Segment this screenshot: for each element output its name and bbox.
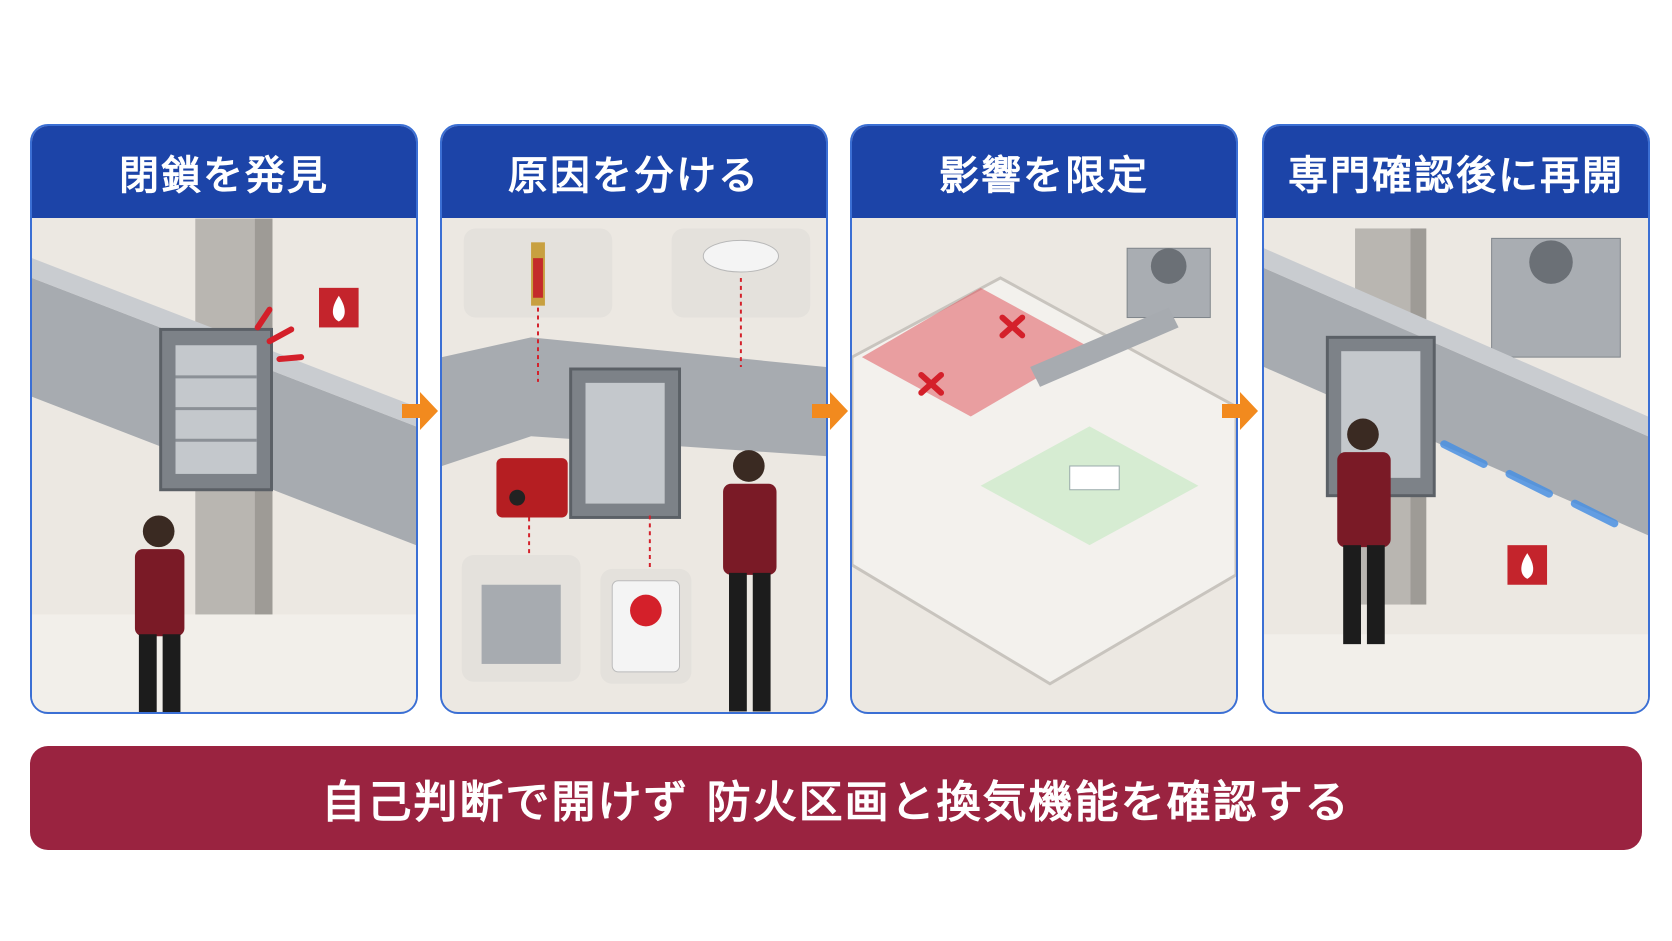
arrow-right-icon bbox=[1222, 392, 1258, 430]
step-title-3: 影響を限定 bbox=[852, 126, 1236, 218]
damper-actuator bbox=[496, 458, 568, 518]
illustration-resume-after-inspection bbox=[1264, 218, 1648, 712]
smoke-detector-icon bbox=[702, 239, 779, 273]
airflow-arrows-icon bbox=[1440, 440, 1619, 528]
step-panel-4: 専門確認後に再開 bbox=[1262, 124, 1650, 714]
step-panel-2: 原因を分ける bbox=[440, 124, 828, 714]
step-title-1: 閉鎖を発見 bbox=[32, 126, 416, 218]
worker-figure bbox=[1337, 418, 1391, 645]
step-panel-3: 影響を限定 bbox=[850, 124, 1238, 714]
affected-zone bbox=[861, 287, 1090, 417]
illustration-discover-closure bbox=[32, 218, 416, 712]
worker-figure bbox=[723, 450, 777, 712]
arrow-right-icon bbox=[812, 392, 848, 430]
worker-figure bbox=[134, 515, 185, 712]
step-panel-1: 閉鎖を発見 bbox=[30, 124, 418, 714]
illustration-limit-impact bbox=[852, 218, 1236, 712]
step-title-2: 原因を分ける bbox=[442, 126, 826, 218]
summary-banner: 自己判断で開けず 防火区画と換気機能を確認する bbox=[30, 746, 1642, 850]
alert-marks bbox=[254, 306, 305, 363]
step-title-4: 専門確認後に再開 bbox=[1264, 126, 1648, 218]
closed-mark-icon bbox=[918, 314, 1026, 396]
duct bbox=[1264, 268, 1648, 536]
illustration-isolate-cause bbox=[442, 218, 826, 712]
arrow-right-icon bbox=[402, 392, 438, 430]
